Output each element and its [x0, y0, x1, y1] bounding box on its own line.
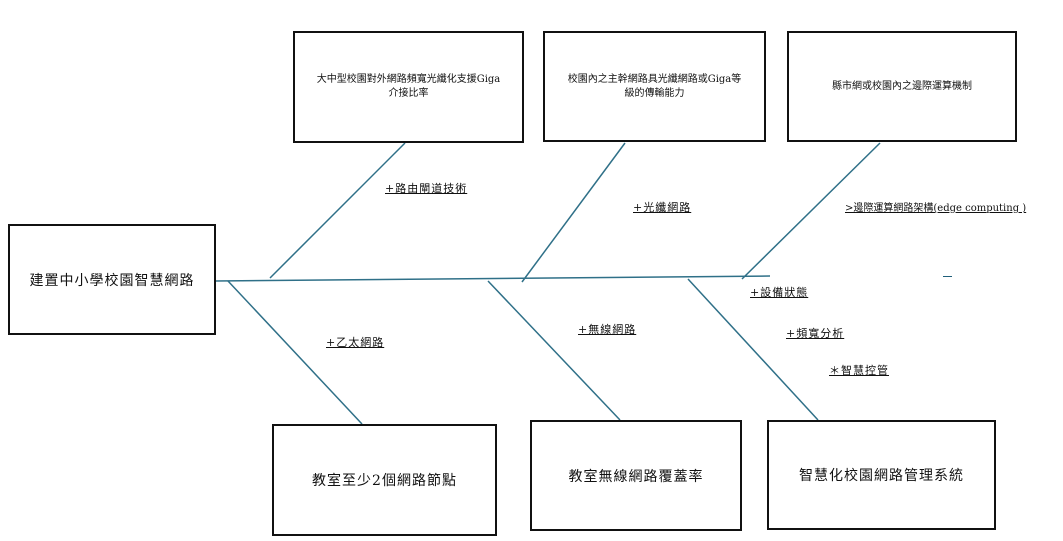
cause-box-top-2: 校園內之主幹網路具光纖網路或Giga等級的傳輸能力: [543, 31, 766, 142]
branch-label-device: +設備狀態: [750, 286, 809, 299]
head-label: 建置中小學校園智慧網路: [29, 272, 195, 289]
cause-top-3-label: 縣市網或校園內之邊際運算機制: [832, 80, 972, 92]
bone-bottom-2: [487, 280, 621, 421]
cause-bottom-2-label: 教室無線網路覆蓋率: [568, 468, 704, 485]
branch-label-edge: >邊際運算網路架構(edge computing ): [845, 203, 1027, 214]
branch-label-bandwidth: +頻寬分析: [786, 327, 845, 340]
cause-box-bottom-1: 教室至少2個網路節點: [272, 424, 497, 536]
bone-top-2: [521, 142, 626, 283]
cause-box-bottom-2: 教室無線網路覆蓋率: [530, 420, 742, 531]
branch-label-routing: +路由閘道技術: [385, 182, 468, 195]
cause-top-1-label: 大中型校園對外網路頻寬光纖化支援Giga介接比率: [316, 74, 501, 99]
bone-bottom-3: [687, 278, 819, 421]
spine-line: [214, 275, 771, 282]
cause-bottom-1-label: 教室至少2個網路節點: [312, 473, 457, 489]
cause-box-top-1: 大中型校園對外網路頻寬光纖化支援Giga介接比率: [293, 31, 524, 143]
fishbone-head-box: 建置中小學校園智慧網路: [8, 224, 216, 335]
dash-mark: [943, 276, 952, 277]
bone-top-3: [741, 142, 881, 280]
branch-label-smart: ＊智慧控管: [829, 364, 889, 377]
cause-top-2-label: 校園內之主幹網路具光纖網路或Giga等級的傳輸能力: [567, 73, 742, 99]
bone-bottom-1: [227, 280, 363, 425]
bone-top-1: [269, 142, 406, 279]
branch-label-wireless: +無線網路: [578, 323, 637, 336]
branch-label-fiber: +光纖網路: [633, 201, 692, 214]
cause-box-top-3: 縣市網或校園內之邊際運算機制: [787, 31, 1017, 142]
cause-box-bottom-3: 智慧化校園網路管理系統: [767, 420, 996, 530]
branch-label-ethernet: +乙太網路: [326, 336, 385, 349]
cause-bottom-3-label: 智慧化校園網路管理系統: [799, 468, 964, 484]
